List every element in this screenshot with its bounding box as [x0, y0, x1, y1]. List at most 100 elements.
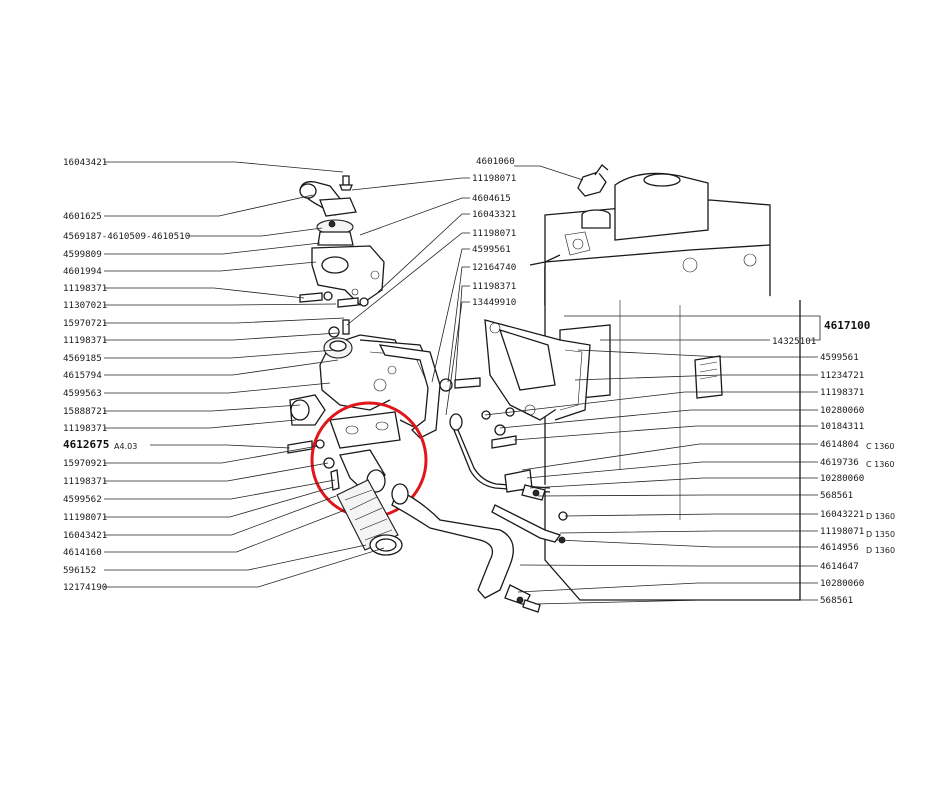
leader-line: [104, 317, 345, 324]
labels-center: 1119807146046151604332111198071459956112…: [472, 156, 516, 308]
leader-line: [447, 266, 470, 383]
label-right-part-number: 11234721: [820, 370, 864, 381]
label-left-part-number: 4614160: [63, 547, 102, 558]
label-right-part-number: 10280060: [820, 473, 864, 484]
leader-line: [521, 443, 818, 471]
label-left-part-number: 11198371: [63, 476, 107, 487]
right-note-2: C 1360: [866, 460, 895, 469]
leader-line: [104, 332, 339, 341]
label-left-part-number: 4569187-4610509-4610510: [63, 231, 190, 242]
label-center-part-number: 11198371: [472, 281, 516, 292]
leader-line: [559, 530, 818, 534]
label-left-part-number: 16043421: [63, 530, 107, 541]
labels-right: 4599561 11234721 11198371 10280060 10184311 4…: [820, 352, 864, 606]
leader-line: [359, 197, 470, 236]
label-left-part-number: 4601994: [63, 266, 102, 277]
label-assembly: 4617100: [824, 319, 870, 332]
leader-line: [104, 161, 344, 173]
label-left-part-number: 4569185: [63, 353, 102, 364]
label-right-part-number: 10280060: [820, 405, 864, 416]
leader-line: [104, 261, 317, 272]
label-left-part-number: 4599809: [63, 249, 102, 260]
label-left-part-number: 16043421: [63, 157, 107, 168]
leader-line: [104, 303, 337, 306]
leader-line: [346, 232, 470, 326]
leader-line: [574, 374, 818, 381]
label-right-part-number: 11198371: [820, 387, 864, 398]
label-center-part-number: 4604615: [472, 193, 511, 204]
label-left-part-number: 15888721: [63, 406, 107, 417]
label-left-part-number: 11198371: [63, 335, 107, 346]
leader-line: [519, 564, 818, 567]
label-right-part-number: 4614956: [820, 542, 859, 553]
label-center-part-number: 11198071: [472, 228, 516, 239]
leader-line: [104, 404, 301, 412]
leader-line: [104, 242, 321, 255]
leader-line: [556, 539, 818, 548]
leader-line: [517, 582, 818, 593]
label-center-part-number: 4601060: [476, 156, 515, 167]
label-left-part-number: 11198371: [63, 283, 107, 294]
leader-line: [104, 544, 367, 571]
outlet-elbow-assembly: [484, 319, 591, 421]
label-right-part-number: 11198071: [820, 526, 864, 537]
leader-line: [377, 213, 470, 293]
leader-line: [577, 349, 818, 358]
label-center-part-number: 13449910: [472, 297, 516, 308]
label-right-part-number: 4614804: [820, 439, 859, 450]
leader-line: [104, 445, 319, 464]
leader-line: [104, 287, 305, 299]
bolts-upper: [299, 291, 369, 338]
label-right-part-number: 4599561: [820, 352, 859, 363]
label-left-part-number: 11198371: [63, 423, 107, 434]
label-left-part-number: 4612675: [63, 438, 109, 451]
thermostat-housing: [299, 175, 385, 306]
right-note-3: D 1360: [866, 512, 895, 521]
right-note-1: C 1360: [866, 442, 895, 451]
label-center-part-number: 16043321: [472, 209, 516, 220]
leader-line: [445, 301, 470, 416]
label-left-part-number: 4599562: [63, 494, 102, 505]
label-assembly-sub: 14325101: [772, 336, 816, 347]
bypass-pipe: [391, 483, 514, 599]
label-left-part-number: 15970921: [63, 458, 107, 469]
leader-line: [537, 494, 818, 497]
leader-line: [454, 285, 470, 386]
leader-line: [104, 359, 339, 376]
label-left-note: A4.03: [114, 442, 137, 451]
leader-line: [104, 382, 331, 394]
leader-line: [104, 194, 314, 217]
leader-line: [104, 547, 385, 588]
hose-lower: [336, 479, 403, 556]
right-note-4: D 1350: [866, 530, 895, 539]
leader-line: [104, 462, 329, 482]
label-left-part-number: 596152: [63, 565, 96, 576]
leader-line: [514, 165, 584, 181]
leader-lines: [104, 161, 821, 605]
label-left-part-number: 4599563: [63, 388, 102, 399]
leader-line: [104, 495, 337, 536]
label-center-part-number: 11198071: [472, 173, 516, 184]
label-right-part-number: 568561: [820, 595, 853, 606]
leader-line: [564, 315, 821, 341]
leader-line: [431, 248, 470, 383]
label-right-part-number: 10184311: [820, 421, 864, 432]
outlet-fitting: [329, 411, 401, 493]
leader-line: [150, 444, 291, 449]
leader-line: [529, 477, 818, 489]
leader-line: [104, 419, 297, 429]
label-left-part-number: 11198071: [63, 512, 107, 523]
right-note-5: D 1360: [866, 546, 895, 555]
label-right-part-number: 16043221: [820, 509, 864, 520]
leader-line: [104, 349, 336, 359]
label-right-part-number: 4614647: [820, 561, 859, 572]
leader-line: [534, 599, 818, 605]
leader-line: [104, 486, 334, 518]
labels-left: 1604342146016254569187-4610509-461051045…: [63, 157, 190, 593]
leader-line: [564, 513, 818, 517]
leader-line: [526, 461, 818, 479]
leader-line: [104, 509, 346, 553]
heater-pipe: [449, 413, 568, 544]
